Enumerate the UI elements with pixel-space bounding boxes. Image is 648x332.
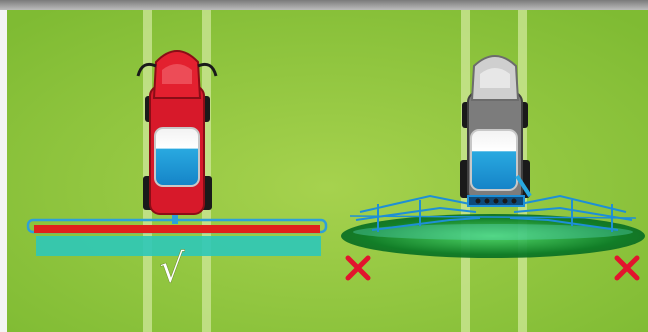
left-boom — [34, 225, 320, 233]
right-tank — [471, 130, 517, 190]
field — [6, 10, 648, 332]
left-tank — [155, 128, 199, 186]
field-left-edge — [0, 10, 7, 332]
checkmark-icon: √ — [159, 246, 185, 292]
